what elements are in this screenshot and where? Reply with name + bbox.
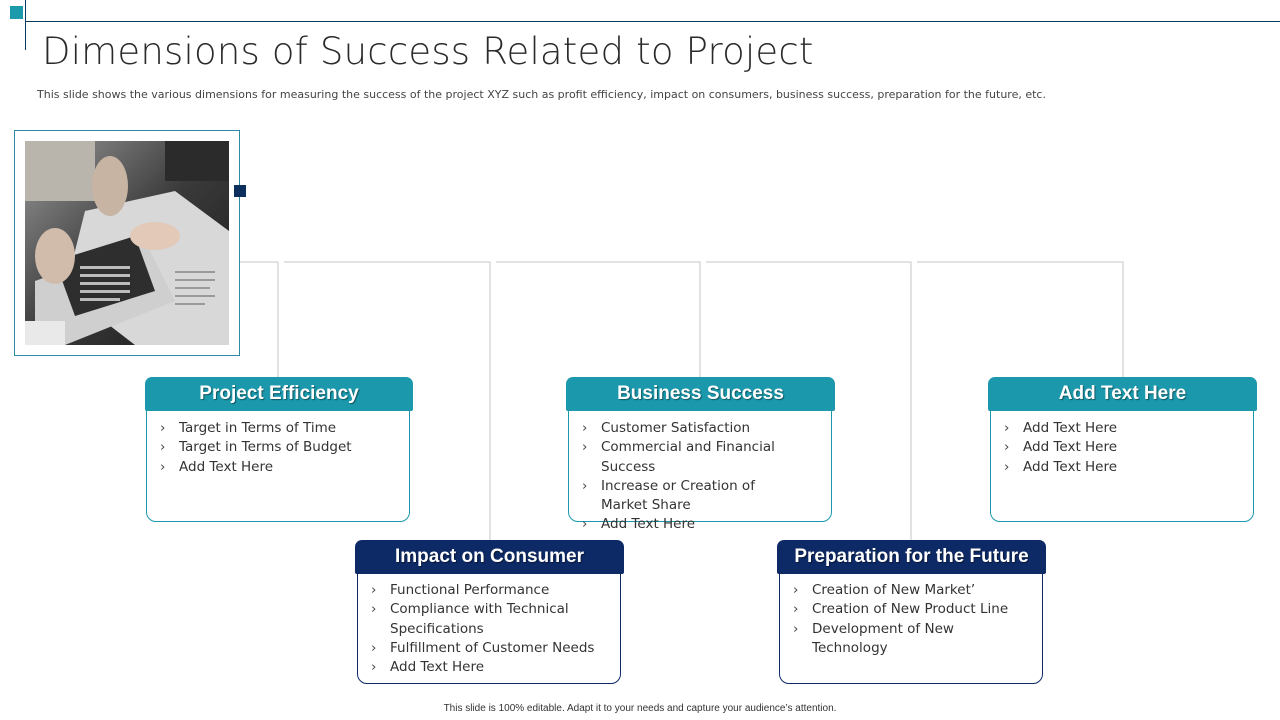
add-text-card: ›Add Text Here ›Add Text Here ›Add Text … [990,393,1254,522]
hands-reviewing-documents-photo [25,141,229,345]
chevron-right-icon: › [793,601,799,618]
chevron-right-icon: › [793,620,799,637]
add-text-list: ›Add Text Here ›Add Text Here ›Add Text … [1004,419,1244,477]
slide-title: Dimensions of Success Related to Project [42,30,814,73]
business-success-header: Business Success [566,377,835,411]
chevron-right-icon: › [371,659,377,676]
connector-line-1 [240,261,279,377]
footer-note: This slide is 100% editable. Adapt it to… [443,703,837,714]
corner-vertical-line [25,0,26,50]
accent-square [234,185,246,197]
list-item: ›Development of New Technology [793,620,954,656]
connector-line-4 [706,261,912,540]
chevron-right-icon: › [160,439,166,456]
list-item: ›Add Text Here [582,515,827,534]
impact-on-consumer-list: ›Functional Performance ›Compliance with… [371,581,611,677]
corner-accent-square [10,6,23,19]
business-success-list: ›Customer Satisfaction ›Commercial and F… [582,419,827,535]
connector-line-5 [917,261,1124,377]
add-text-header: Add Text Here [988,377,1257,411]
list-item: ›Increase or Creation of Market Share [582,477,755,514]
list-item: ›Creation of New Market’ [793,581,1033,600]
preparation-future-header: Preparation for the Future [777,540,1046,574]
connector-line-2 [284,261,491,540]
chevron-right-icon: › [371,639,377,656]
preparation-future-list: ›Creation of New Market’ ›Creation of Ne… [793,581,1033,658]
list-item: ›Add Text Here [160,458,400,477]
list-item: ›Target in Terms of Budget [160,438,400,457]
chevron-right-icon: › [1004,420,1010,436]
business-success-card: ›Customer Satisfaction ›Commercial and F… [568,393,832,532]
chevron-right-icon: › [1004,439,1010,456]
chevron-right-icon: › [582,516,588,533]
project-efficiency-card: ›Target in Terms of Time ›Target in Term… [146,393,410,522]
chevron-right-icon: › [582,439,588,456]
chevron-right-icon: › [582,477,588,494]
slide-subtitle: This slide shows the various dimensions … [37,88,1046,101]
list-item: ›Add Text Here [371,658,611,677]
chevron-right-icon: › [1004,458,1010,475]
list-item: ›Commercial and Financial Success [582,439,775,475]
list-item: ›Functional Performance [371,581,611,600]
connector-line-3 [496,261,701,377]
project-efficiency-header: Project Efficiency [145,377,413,411]
chevron-right-icon: › [371,582,377,598]
header-rule [25,21,1280,22]
chevron-right-icon: › [371,601,377,618]
chevron-right-icon: › [160,420,166,436]
list-item: ›Add Text Here [1004,458,1244,477]
list-item: ›Compliance with Technical Specification… [371,601,569,637]
impact-on-consumer-header: Impact on Consumer [355,540,624,574]
chevron-right-icon: › [793,582,799,598]
impact-on-consumer-card: ›Functional Performance ›Compliance with… [357,555,621,684]
list-item: ›Customer Satisfaction [582,419,827,438]
list-item: ›Target in Terms of Time [160,419,400,438]
chevron-right-icon: › [160,458,166,475]
chevron-right-icon: › [582,420,588,436]
project-efficiency-list: ›Target in Terms of Time ›Target in Term… [160,419,400,477]
list-item: ›Creation of New Product Line [793,600,1033,619]
preparation-future-card: ›Creation of New Market’ ›Creation of Ne… [779,555,1043,684]
list-item: ›Add Text Here [1004,419,1244,438]
list-item: ›Add Text Here [1004,438,1244,457]
list-item: ›Fulfillment of Customer Needs [371,639,611,658]
